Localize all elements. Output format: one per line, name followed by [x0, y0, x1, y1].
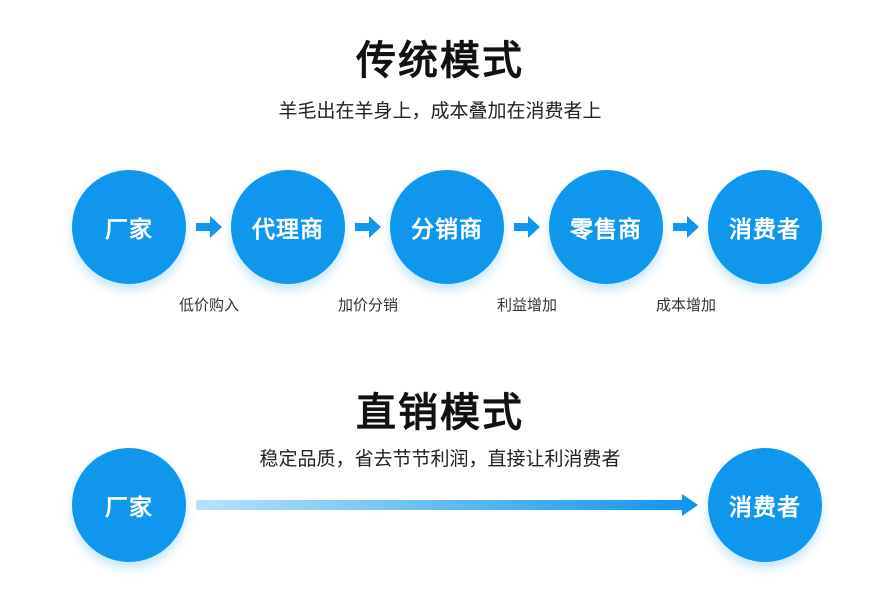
node-factory: 厂家	[72, 170, 186, 284]
direct-arrow-line	[196, 500, 686, 510]
direct-node-factory: 厂家	[72, 448, 186, 562]
node-distributor: 分销商	[390, 170, 504, 284]
flow-arrow-icon	[196, 216, 222, 238]
stage-note-profit: 利益增加	[496, 296, 557, 314]
stage-note-cost: 成本增加	[655, 296, 716, 314]
flow-arrow-icon	[673, 216, 699, 238]
direct-title: 直销模式	[356, 390, 524, 436]
direct-arrow-head-icon	[682, 494, 698, 516]
node-agent: 代理商	[231, 170, 345, 284]
stage-note-buy-low: 低价购入	[178, 296, 239, 314]
direct-subtitle: 稳定品质，省去节节利润，直接让利消费者	[259, 448, 621, 470]
node-consumer: 消费者	[708, 170, 822, 284]
stage-note-markup: 加价分销	[337, 296, 398, 314]
traditional-subtitle: 羊毛出在羊身上，成本叠加在消费者上	[278, 100, 602, 122]
flow-arrow-icon	[355, 216, 381, 238]
direct-node-consumer: 消费者	[708, 448, 822, 562]
node-retailer: 零售商	[549, 170, 663, 284]
flow-arrow-icon	[514, 216, 540, 238]
traditional-title: 传统模式	[356, 38, 524, 84]
